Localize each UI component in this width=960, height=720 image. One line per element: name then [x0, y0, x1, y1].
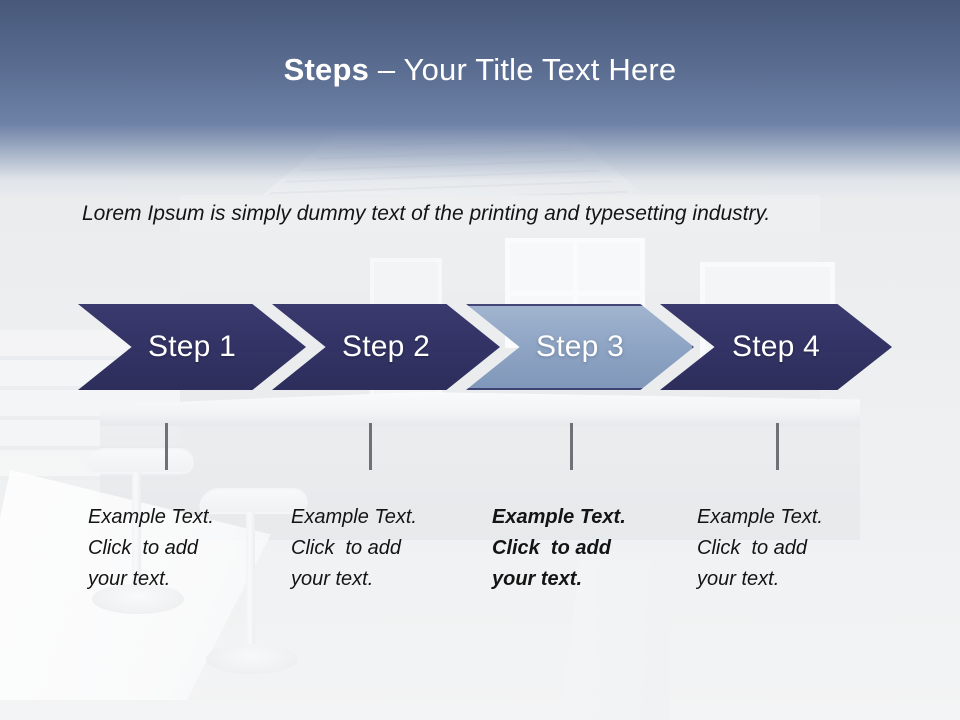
connector-tick-3: [570, 423, 573, 470]
step-chevron-label-1: Step 1: [148, 330, 236, 363]
body-paragraph: Lorem Ipsum is simply dummy text of the …: [82, 202, 771, 225]
caption-line: Click to add: [492, 537, 611, 559]
step-chevron-2[interactable]: Step 2: [272, 304, 500, 390]
page-title-rest: – Your Title Text Here: [369, 52, 677, 87]
caption-line: your text.: [697, 568, 780, 590]
step-chevron-4[interactable]: Step 4: [660, 304, 892, 390]
step-chevron-1[interactable]: Step 1: [78, 304, 306, 390]
step-chevron-3[interactable]: Step 3: [466, 304, 694, 390]
caption-line: Click to add: [697, 537, 808, 559]
step-caption-2[interactable]: Example Text. Click to add your text.: [291, 502, 481, 595]
step-caption-4[interactable]: Example Text. Click to add your text.: [697, 502, 887, 595]
caption-line: your text.: [492, 568, 583, 590]
header-band: [0, 0, 960, 200]
step-chevron-label-3: Step 3: [536, 330, 624, 363]
connector-tick-2: [369, 423, 372, 470]
caption-line: Example Text.: [492, 506, 626, 528]
caption-line: Click to add: [88, 537, 199, 559]
connector-tick-1: [165, 423, 168, 470]
steps-chevron-row: Step 1 Step 2 Step 3 Step 4: [78, 304, 892, 390]
caption-line: your text.: [88, 568, 171, 590]
caption-line: Example Text.: [88, 506, 214, 528]
caption-line: your text.: [291, 568, 374, 590]
step-caption-3[interactable]: Example Text. Click to add your text.: [492, 502, 682, 595]
caption-line: Example Text.: [697, 506, 823, 528]
step-caption-1[interactable]: Example Text. Click to add your text.: [88, 502, 278, 595]
step-chevron-label-4: Step 4: [732, 330, 820, 363]
page-title-bold: Steps: [283, 52, 370, 87]
caption-line: Example Text.: [291, 506, 417, 528]
step-chevron-label-2: Step 2: [342, 330, 430, 363]
page-title: Steps – Your Title Text Here: [0, 50, 960, 90]
connector-tick-4: [776, 423, 779, 470]
caption-line: Click to add: [291, 537, 402, 559]
